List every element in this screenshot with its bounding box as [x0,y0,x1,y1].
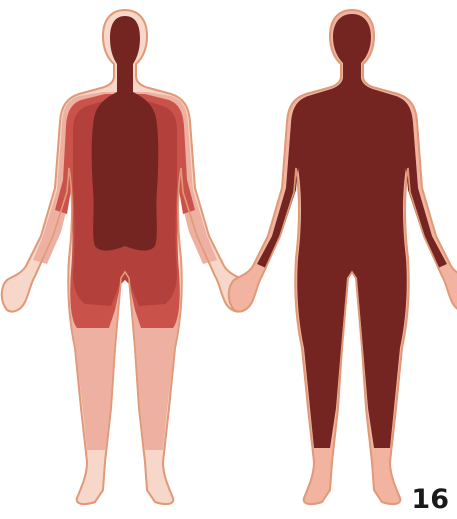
left-body [2,10,249,504]
page-number: 16 [411,486,449,513]
right-body [229,10,457,504]
right-core-zone [257,14,447,448]
left-core-zone [92,16,159,251]
